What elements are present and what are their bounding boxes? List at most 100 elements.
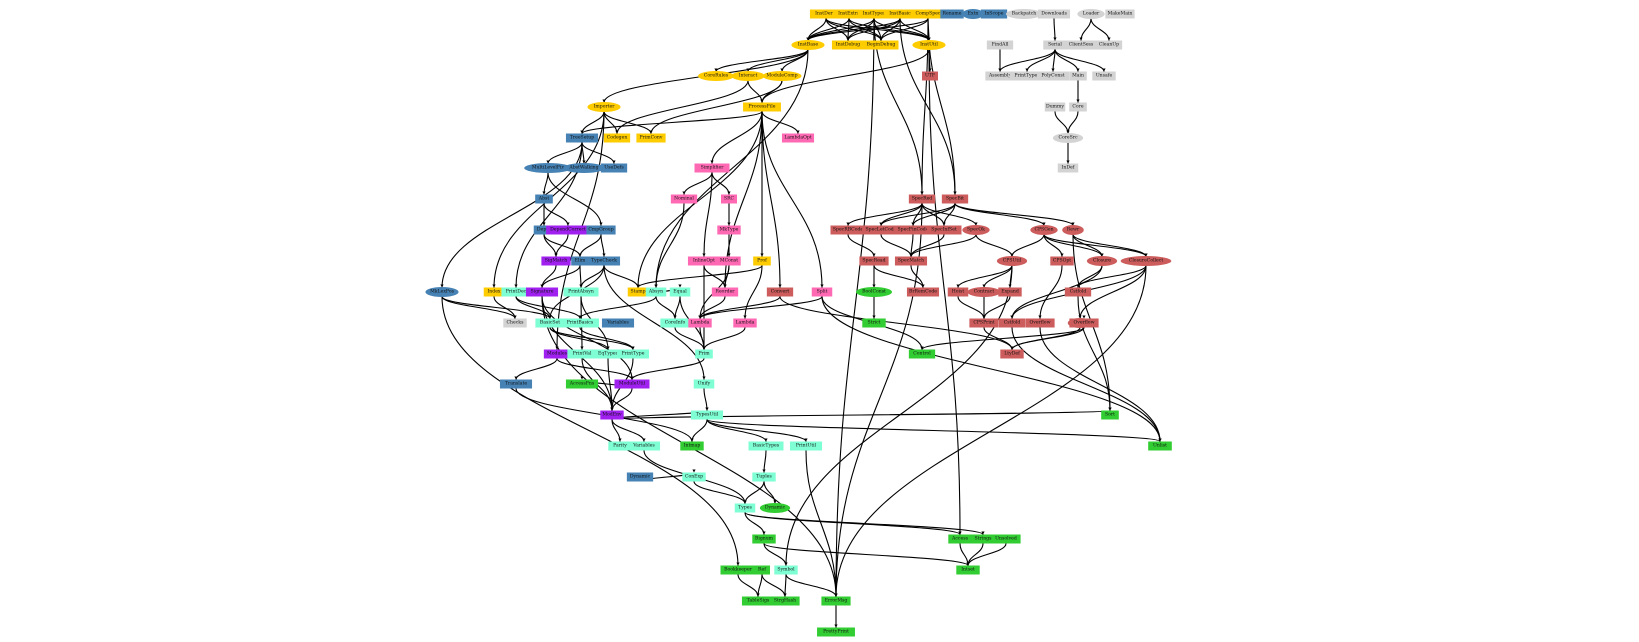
node-cpsutil[interactable]: CPSUtil xyxy=(996,256,1028,266)
node-printtype[interactable]: PrintType xyxy=(616,349,650,359)
node-instutil[interactable]: InstUtil xyxy=(912,40,946,50)
node-brremcode[interactable]: BrRemCode xyxy=(906,287,940,297)
node-types[interactable]: Types xyxy=(734,503,756,513)
node-abstwalking[interactable]: AbstWalking xyxy=(563,163,605,173)
node-errormsg[interactable]: ErrorMsg xyxy=(821,596,851,606)
node-eqtypes[interactable]: EqTypes xyxy=(594,349,622,359)
node-multilevelfix[interactable]: MultiLevelFix xyxy=(524,163,572,173)
node-tablesigs[interactable]: TableSigs xyxy=(741,596,775,606)
node-usedefs[interactable]: UseDefs xyxy=(600,163,628,173)
node-codegen[interactable]: Codegen xyxy=(603,133,631,143)
node-elim[interactable]: Elim xyxy=(571,256,589,266)
node-accessfns[interactable]: AccessFns xyxy=(565,379,599,389)
node-indef[interactable]: InDef xyxy=(1057,163,1079,173)
node-equal[interactable]: Equal xyxy=(669,287,691,297)
node-typesutil[interactable]: TypesUtil xyxy=(690,410,724,420)
node-bookkeeper[interactable]: Bookkeeper xyxy=(720,565,756,575)
node-rename[interactable]: Rename xyxy=(940,9,964,19)
node-unsolved[interactable]: Unsolved xyxy=(991,534,1021,544)
node-mklexpos[interactable]: MkLexPos xyxy=(425,287,459,297)
node-extn[interactable]: Extn xyxy=(962,9,984,19)
node-ref[interactable]: Ref xyxy=(754,565,770,575)
node-index[interactable]: Index xyxy=(483,287,505,297)
node-corerules[interactable]: CoreRules xyxy=(697,71,735,81)
node-loader[interactable]: Loader xyxy=(1077,9,1105,19)
node-instbasics[interactable]: InstBasic xyxy=(883,9,917,19)
node-access[interactable]: Access xyxy=(948,534,972,544)
node-prof[interactable]: Prof xyxy=(753,256,771,266)
node-inscope[interactable]: InScope xyxy=(980,9,1008,19)
node-ltydef[interactable]: LtyDef xyxy=(1000,349,1024,359)
node-printval[interactable]: PrintVal xyxy=(567,349,597,359)
node-mconst[interactable]: MConst xyxy=(717,256,741,266)
node-primconv[interactable]: PrimConv xyxy=(636,133,666,143)
node-convert[interactable]: Convert xyxy=(766,287,794,297)
node-dynamic[interactable]: Dynamic xyxy=(626,472,654,482)
node-cmpgroup[interactable]: CmpGroup xyxy=(586,225,616,235)
node-printdec[interactable]: PrintDec xyxy=(501,287,531,297)
node-cleanup[interactable]: CleanUp xyxy=(1095,40,1123,50)
node-cstfold2[interactable]: Cstfold xyxy=(998,318,1026,328)
node-parity[interactable]: Parity xyxy=(608,441,632,451)
node-intmap[interactable]: Intmap xyxy=(680,441,704,451)
node-typecheck[interactable]: TypeCheck xyxy=(587,256,621,266)
node-instdebug[interactable]: InstDebug xyxy=(831,40,865,50)
node-reorder[interactable]: Reorder xyxy=(711,287,739,297)
node-downloads[interactable]: Downloads xyxy=(1037,9,1071,19)
node-specrbcode[interactable]: SpecRBCode xyxy=(830,225,866,235)
node-begindebug[interactable]: BeginDebug xyxy=(863,40,899,50)
node-expand[interactable]: Expand xyxy=(998,287,1022,297)
node-clientsess[interactable]: ClientSess xyxy=(1063,40,1099,50)
node-specmatch[interactable]: SpecMatch xyxy=(894,256,928,266)
node-translate[interactable]: Translate xyxy=(499,379,533,389)
node-compilerspec[interactable]: CompSpec xyxy=(913,9,943,19)
node-interact[interactable]: Interact xyxy=(731,71,765,81)
node-instderiv[interactable]: InstDeriv xyxy=(809,9,843,19)
node-controlbox[interactable]: Control xyxy=(908,349,936,359)
node-makemain[interactable]: MakeMain xyxy=(1105,9,1135,19)
node-cpsopt[interactable]: CPSOpt xyxy=(1050,256,1074,266)
node-boolconst[interactable]: BoolConst xyxy=(855,287,893,297)
node-specinfset[interactable]: SpecInfSet xyxy=(926,225,962,235)
node-specread[interactable]: SpecRead xyxy=(859,256,889,266)
node-strings[interactable]: Strings xyxy=(969,534,997,544)
node-dynamic2[interactable]: Dynamic xyxy=(759,503,791,513)
node-specletcode[interactable]: SpecLetCode xyxy=(862,225,900,235)
node-specbit[interactable]: SpecBit xyxy=(941,194,969,204)
node-split[interactable]: Split xyxy=(811,287,833,297)
node-mktype[interactable]: MkType xyxy=(717,225,741,235)
node-closure[interactable]: Closure xyxy=(1086,256,1118,266)
node-rewr[interactable]: Rewr xyxy=(1062,225,1084,235)
node-simplifier[interactable]: Simplifier xyxy=(694,163,730,173)
node-lambda[interactable]: Lambda xyxy=(688,318,712,328)
node-instextra[interactable]: InstExtra xyxy=(832,9,866,19)
node-prettyprint[interactable]: PrettyPrint xyxy=(817,627,855,637)
node-cpsprint[interactable]: CPSPrint xyxy=(969,318,999,328)
node-closurecollect[interactable]: ClosureCollect xyxy=(1120,256,1172,266)
node-cstfold[interactable]: Cstfold xyxy=(1064,287,1092,297)
node-sigmatch[interactable]: SigMatch xyxy=(541,256,571,266)
node-specok[interactable]: SpecOk xyxy=(962,225,990,235)
node-polyconst[interactable]: PolyConst xyxy=(1036,71,1070,81)
node-modules[interactable]: Modules xyxy=(543,349,571,359)
node-bignum[interactable]: Bignum xyxy=(752,534,776,544)
node-strict[interactable]: Strict xyxy=(862,318,886,328)
node-variables2[interactable]: Variables xyxy=(627,441,661,451)
node-serial[interactable]: Serial xyxy=(1043,40,1067,50)
node-checks[interactable]: Checks xyxy=(503,318,527,328)
node-prim[interactable]: Prim xyxy=(695,349,713,359)
node-tuples[interactable]: Tuples xyxy=(752,472,776,482)
node-variables[interactable]: Variables xyxy=(601,318,635,328)
node-overflow[interactable]: Overflow xyxy=(1069,318,1099,328)
node-dependcorrect[interactable]: DependCorrect xyxy=(546,225,590,235)
node-insttypes[interactable]: InstTypes xyxy=(857,9,891,19)
node-importer[interactable]: Importer xyxy=(587,102,621,112)
node-dummy[interactable]: Dummy xyxy=(1044,102,1066,112)
node-specred[interactable]: SpecRed xyxy=(908,194,936,204)
node-lambdaopt[interactable]: LambdaOpt xyxy=(781,133,815,143)
node-unsafe[interactable]: Unsafe xyxy=(1092,71,1116,81)
node-unlist[interactable]: Unlist xyxy=(1148,441,1172,451)
node-modulecomp[interactable]: ModuleComp xyxy=(762,71,802,81)
node-basictypes[interactable]: BasicTypes xyxy=(748,441,784,451)
node-symbol[interactable]: Symbol xyxy=(774,565,798,575)
